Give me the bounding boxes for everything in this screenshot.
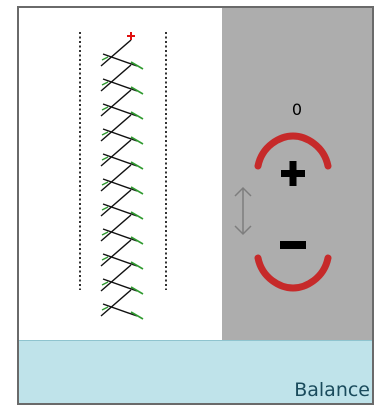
stitch-unit [100, 214, 144, 245]
balance-control: 0 [222, 8, 372, 340]
vertical-double-arrow-icon [232, 184, 254, 238]
balance-panel: 0 [17, 6, 374, 405]
increase-balance-button[interactable] [252, 130, 334, 192]
minus-icon [280, 241, 306, 249]
balance-value: 0 [291, 100, 303, 119]
needle-position-marker-icon [127, 32, 135, 40]
stitch-unit [100, 189, 144, 220]
stitch-unit [100, 64, 144, 95]
stitch-unit [100, 289, 144, 320]
balance-label: Balance [294, 379, 370, 401]
stitch-preview-canvas [79, 32, 167, 320]
stitch-unit [100, 114, 144, 145]
increase-arc [254, 132, 332, 170]
plus-icon [281, 161, 305, 186]
decrease-balance-button[interactable] [252, 232, 334, 294]
stitch-unit [100, 139, 144, 170]
stitch-unit [100, 89, 144, 120]
stitch-unit [100, 239, 144, 270]
stitch-unit [100, 39, 144, 70]
footer-bar: Balance [19, 340, 372, 403]
decrease-arc [254, 254, 332, 292]
stitch-unit [100, 264, 144, 295]
stitch-preview [19, 8, 222, 340]
stitch-unit [100, 164, 144, 195]
stitch-pattern [100, 39, 144, 320]
